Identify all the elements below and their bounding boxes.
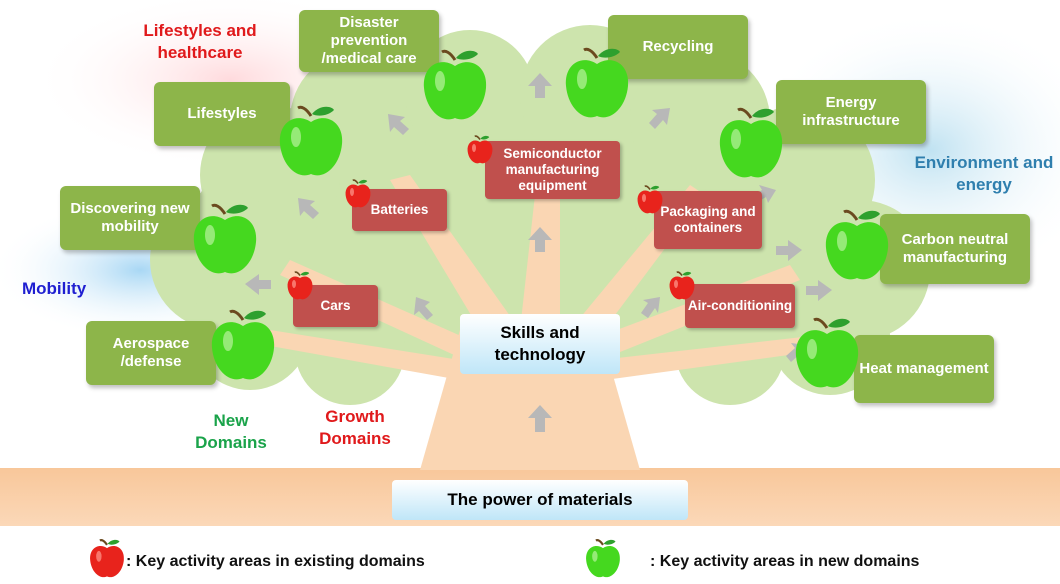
category-environment-energy: Environment and energy bbox=[914, 153, 1054, 194]
arrow-mobility bbox=[298, 198, 319, 219]
domain-recycling: Recycling bbox=[608, 15, 748, 79]
domain-new-mobility: Discovering new mobility bbox=[60, 186, 200, 250]
domain-aerospace: Aerospace /defense bbox=[86, 321, 216, 385]
arrow-up-top bbox=[528, 73, 552, 98]
category-growth-domains: Growth Domains bbox=[319, 407, 391, 448]
arrow-carbon bbox=[776, 240, 802, 261]
green-apple-icon bbox=[211, 309, 275, 380]
domain-semiconductor: Semiconductor manufacturing equipment bbox=[485, 141, 620, 199]
legend-red-apple-icon bbox=[90, 539, 124, 578]
legend-existing-label: : Key activity areas in existing domains bbox=[126, 553, 425, 570]
red-apple-icon bbox=[467, 135, 493, 164]
domain-air-conditioning: Air-conditioning bbox=[685, 284, 795, 328]
arrow-up-trunk bbox=[528, 405, 552, 432]
legend-new-label: : Key activity areas in new domains bbox=[650, 553, 920, 570]
core-skills-technology: Skills and technology bbox=[460, 314, 620, 374]
red-apple-icon bbox=[287, 271, 313, 300]
domain-packaging: Packaging and containers bbox=[654, 191, 762, 249]
green-apple-icon bbox=[565, 47, 629, 118]
domain-lifestyles: Lifestyles bbox=[154, 82, 290, 146]
domain-carbon-neutral: Carbon neutral manufacturing bbox=[880, 214, 1030, 284]
category-mobility: Mobility bbox=[22, 279, 87, 298]
green-apple-icon bbox=[279, 105, 343, 176]
category-new-domains: New Domains bbox=[195, 411, 267, 452]
green-apple-icon bbox=[193, 203, 257, 274]
core-power-of-materials: The power of materials bbox=[392, 480, 688, 520]
red-apple-icon bbox=[345, 179, 371, 208]
green-apple-icon bbox=[423, 49, 487, 120]
domain-energy-infrastructure: Energy infrastructure bbox=[776, 80, 926, 144]
arrow-recycling bbox=[649, 108, 670, 129]
arrow-aircon-out bbox=[806, 280, 832, 301]
green-apple-icon bbox=[719, 107, 783, 178]
arrow-aerospace bbox=[245, 274, 271, 295]
arrow-aircon bbox=[641, 297, 660, 318]
arrow-lifestyles bbox=[388, 114, 409, 135]
arrow-up-center bbox=[528, 227, 552, 252]
red-apple-icon bbox=[669, 271, 695, 300]
legend-green-apple-icon bbox=[586, 539, 620, 578]
green-apple-icon bbox=[795, 317, 859, 388]
domain-disaster-prevention: Disaster prevention /medical care bbox=[299, 10, 439, 72]
green-apple-icon bbox=[825, 209, 889, 280]
red-apple-icon bbox=[637, 185, 663, 214]
category-lifestyles-healthcare: Lifestyles and healthcare bbox=[143, 21, 257, 62]
domain-heat-management: Heat management bbox=[854, 335, 994, 403]
arrow-cars bbox=[414, 297, 433, 320]
